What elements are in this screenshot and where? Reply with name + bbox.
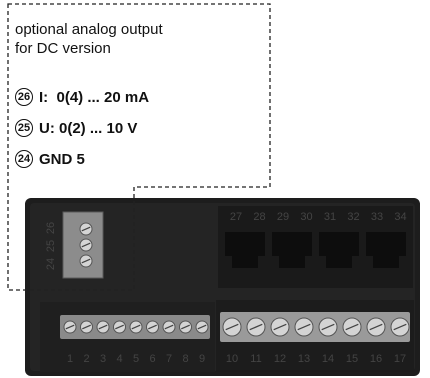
terminal-label: 7: [166, 353, 172, 365]
terminal-label: 13: [298, 353, 310, 365]
terminal-label: 34: [394, 211, 406, 223]
screw-slot: [345, 323, 359, 331]
screw-slot: [225, 323, 239, 331]
terminal-label: 11: [250, 353, 261, 365]
screw-slot: [98, 324, 108, 330]
screw-slot: [131, 324, 141, 330]
screw-slot: [181, 324, 190, 330]
terminal-label: 2: [83, 353, 89, 365]
terminal-label: 12: [274, 353, 286, 365]
spec-text: I: 0(4) ... 20 mA: [39, 88, 150, 106]
terminal-label: 5: [133, 353, 139, 365]
terminal-label: 25: [45, 240, 57, 252]
terminal-label: 10: [226, 353, 238, 365]
terminal-number-badge: 25: [15, 119, 33, 137]
screw-slot: [81, 242, 91, 248]
terminal-label: 30: [300, 211, 312, 223]
terminal-label: 33: [371, 211, 383, 223]
terminal-label: 26: [45, 222, 57, 234]
screw-slot: [81, 258, 91, 264]
callout-title: optional analog output for DC version: [15, 20, 163, 58]
terminal-label: 24: [45, 258, 57, 270]
spec-text: U: 0(2) ... 10 V: [39, 119, 138, 137]
terminal-label: 29: [277, 211, 289, 223]
screw-slot: [393, 323, 407, 331]
spec-row-ground: 24 GND 5: [15, 148, 85, 170]
screw-slot: [148, 324, 157, 330]
callout-title-line1: optional analog output: [15, 21, 163, 38]
spec-row-voltage: 25 U: 0(2) ... 10 V: [15, 117, 137, 139]
terminal-label: 31: [324, 211, 336, 223]
terminal-label: 3: [100, 353, 106, 365]
screw-slot: [115, 324, 124, 330]
screw-slot: [297, 323, 311, 331]
terminal-number-badge: 24: [15, 150, 33, 168]
terminal-label: 27: [230, 211, 242, 223]
terminal-label: 14: [322, 353, 334, 365]
terminal-label: 32: [347, 211, 359, 223]
terminal-number-badge: 26: [15, 88, 33, 106]
screw-slot: [197, 324, 207, 330]
screw-slot: [81, 226, 91, 232]
terminal-label: 6: [149, 353, 155, 365]
screw-slot: [249, 323, 263, 331]
terminal-label: 16: [370, 353, 382, 365]
screw-slot: [65, 324, 75, 330]
spec-row-current: 26 I: 0(4) ... 20 mA: [15, 86, 149, 108]
screw-slot: [321, 323, 335, 331]
terminal-label: 17: [394, 353, 406, 365]
screw-slot: [273, 323, 287, 331]
terminal-label: 28: [253, 211, 265, 223]
terminal-label: 8: [182, 353, 188, 365]
screw-slot: [82, 324, 91, 330]
terminal-label: 1: [67, 353, 73, 365]
callout-title-line2: for DC version: [15, 40, 111, 57]
spec-text: GND 5: [39, 150, 85, 168]
terminal-label: 9: [199, 353, 205, 365]
terminal-label: 15: [346, 353, 358, 365]
screw-slot: [369, 323, 383, 331]
terminal-label: 4: [116, 353, 122, 365]
screw-slot: [164, 324, 174, 330]
